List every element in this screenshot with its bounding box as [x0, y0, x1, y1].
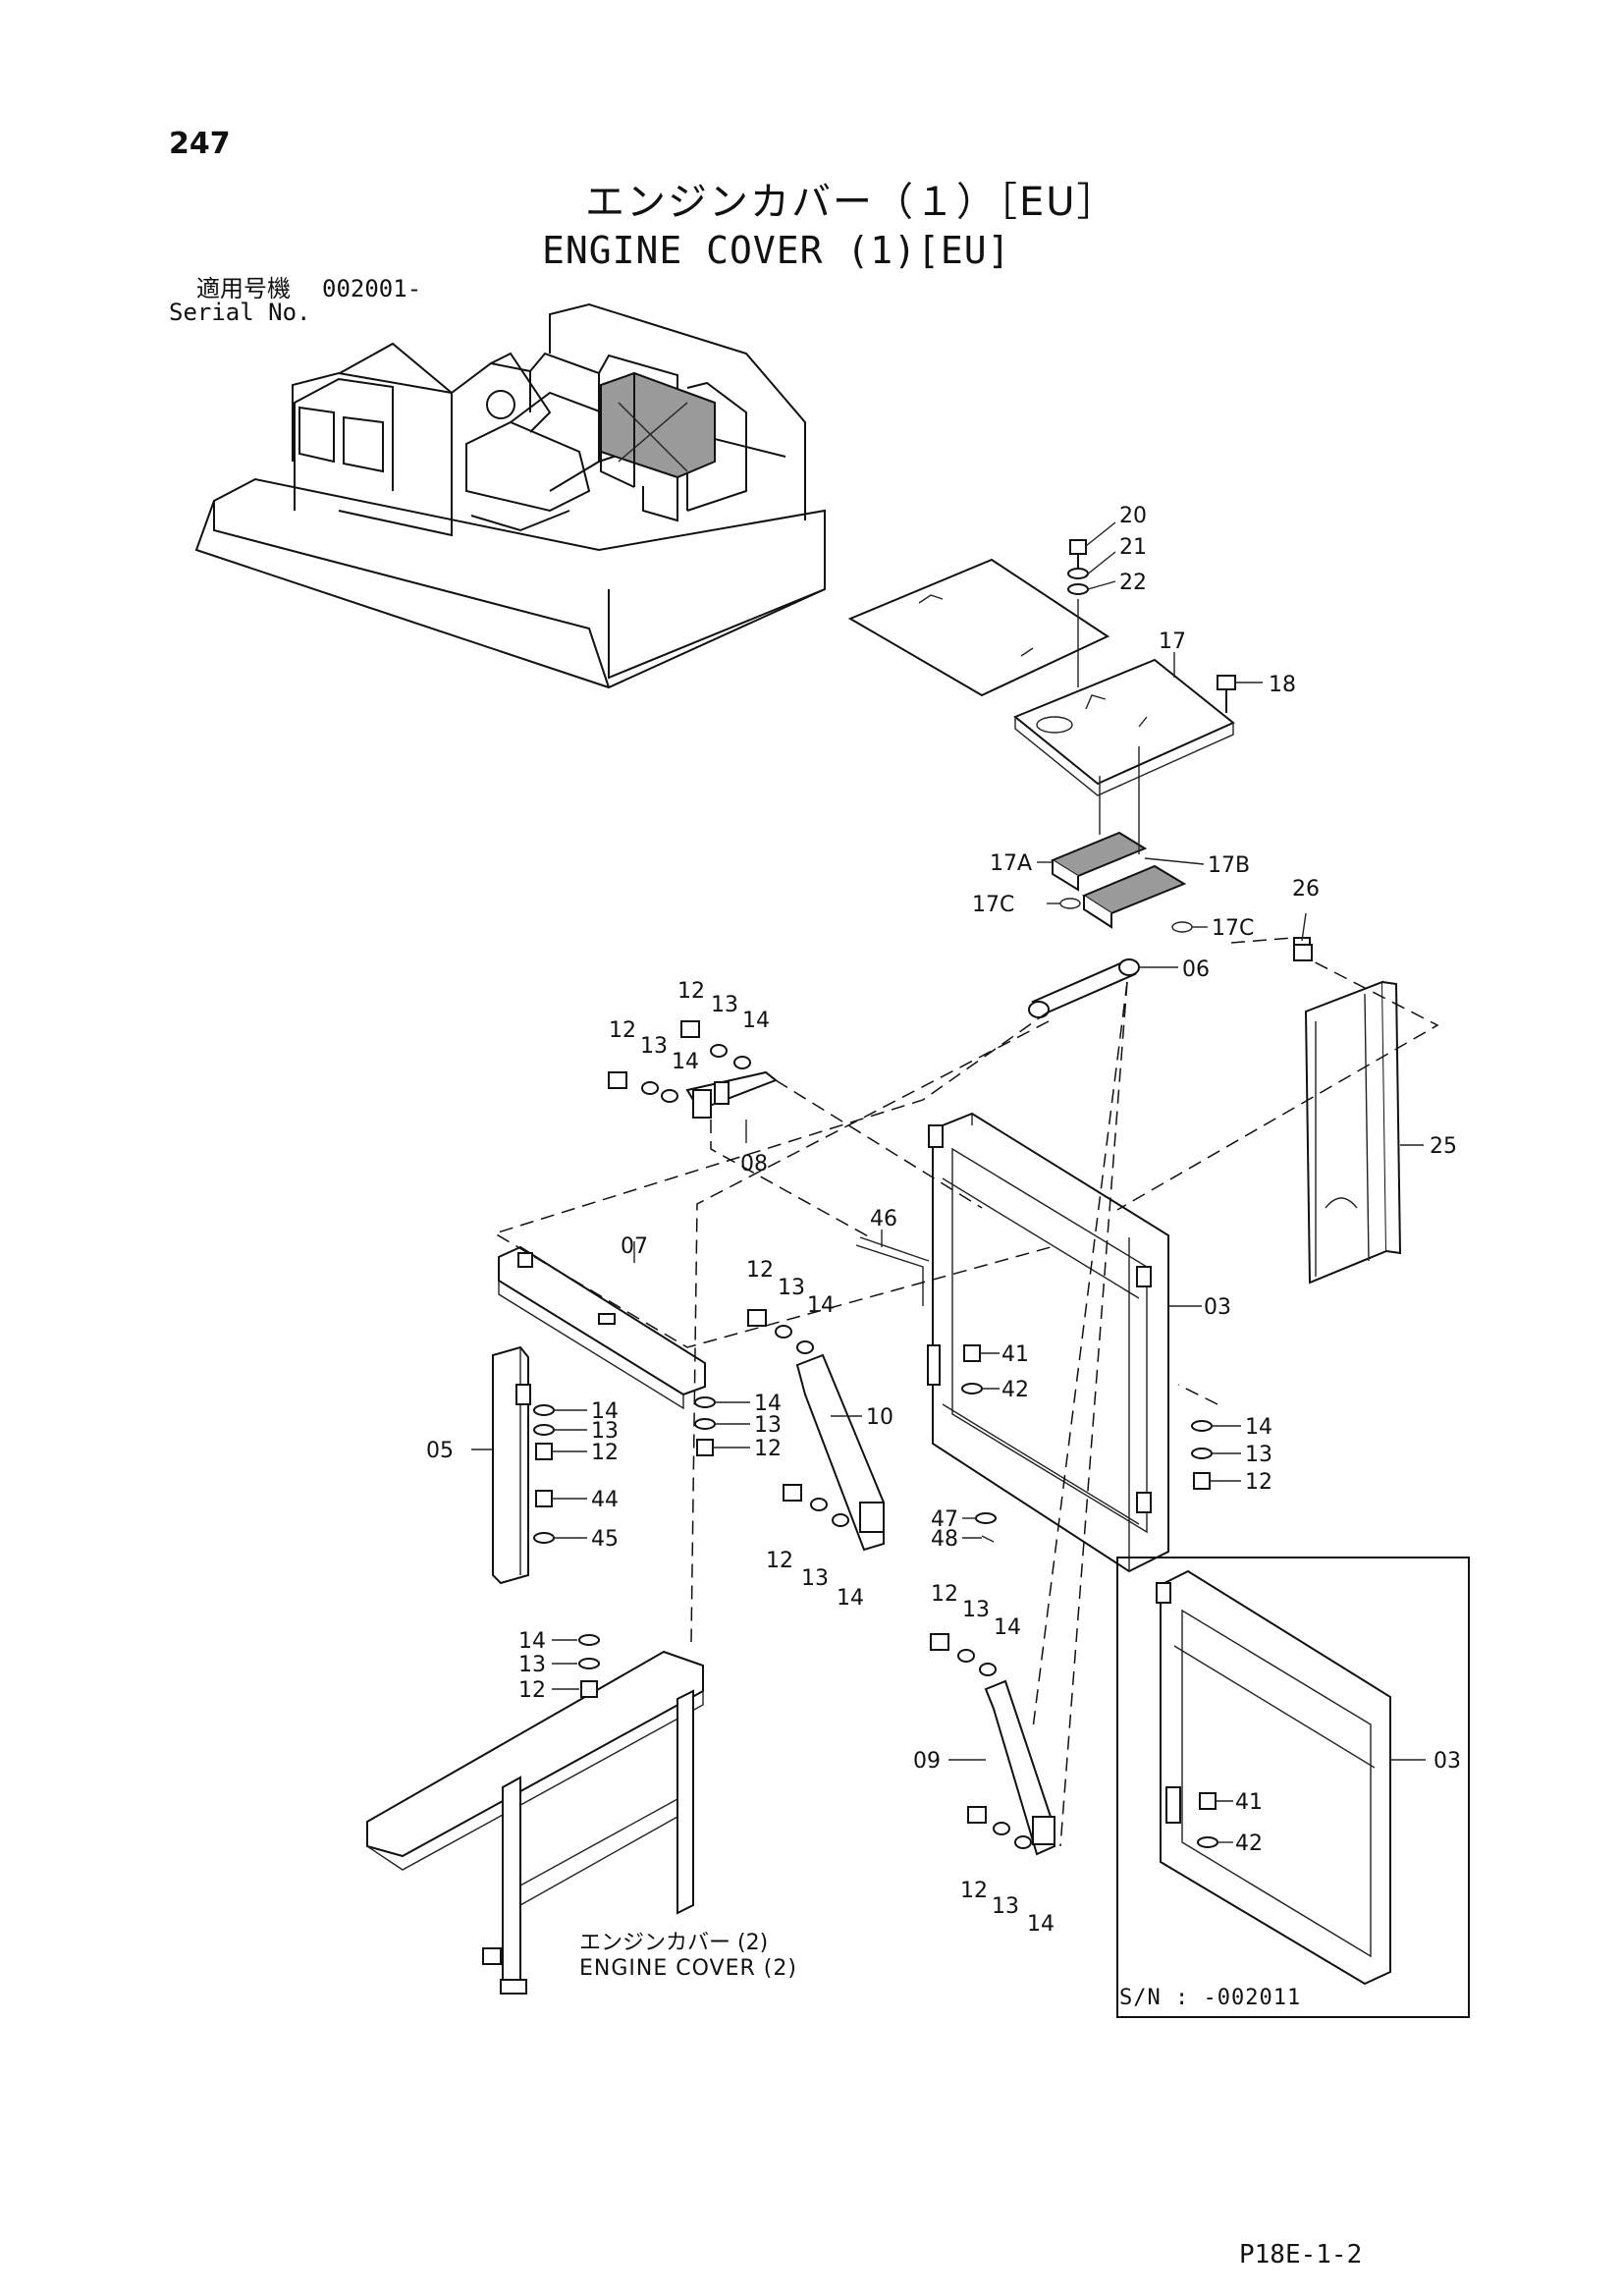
gasket-46 — [855, 1236, 930, 1306]
callout-12-g: 12 — [766, 1549, 793, 1573]
bracket-08 — [685, 1070, 778, 1119]
callout-22: 22 — [1119, 571, 1147, 595]
callout-03: 03 — [1204, 1295, 1231, 1320]
callout-13-c: 13 — [778, 1276, 805, 1300]
callout-13-b: 13 — [640, 1034, 668, 1059]
callout-13-a: 13 — [711, 993, 738, 1017]
callout-13-e: 13 — [754, 1413, 782, 1438]
serial-value: 002001- — [322, 275, 422, 302]
fastener-group-inset-41-42 — [1197, 1792, 1218, 1848]
callout-14-j: 14 — [1027, 1912, 1055, 1937]
stay-09 — [984, 1679, 1056, 1856]
callout-10: 10 — [866, 1405, 893, 1430]
fastener-group-crossbar-07 — [694, 1396, 716, 1456]
callout-17: 17 — [1159, 629, 1186, 654]
side-panel-25 — [1293, 937, 1402, 1285]
fastener-group-post-05 — [533, 1404, 555, 1544]
callout-08: 08 — [740, 1152, 768, 1176]
callout-41: 41 — [1001, 1342, 1029, 1367]
callout-25: 25 — [1430, 1134, 1457, 1159]
callout-03-inset: 03 — [1434, 1749, 1461, 1774]
machine-overview-illustration — [194, 302, 826, 689]
stay-10 — [795, 1353, 885, 1552]
callout-17c-left: 17C — [972, 893, 1014, 917]
callout-13-f: 13 — [1245, 1443, 1272, 1467]
callout-42-inset: 42 — [1235, 1831, 1263, 1856]
callout-26: 26 — [1292, 877, 1320, 902]
callout-18: 18 — [1269, 673, 1296, 697]
fastener-group-cover-2 — [578, 1634, 600, 1698]
callout-46: 46 — [870, 1207, 897, 1231]
callout-13-j: 13 — [992, 1894, 1019, 1919]
title-japanese: エンジンカバー（１）［EU］ — [585, 180, 1118, 225]
radiator-frame-03 — [927, 1112, 1169, 1573]
callout-48: 48 — [931, 1527, 958, 1552]
bolt-18-icon — [1217, 675, 1263, 713]
callout-14-g: 14 — [837, 1586, 864, 1611]
callout-12-a: 12 — [677, 979, 705, 1004]
callout-13-d: 13 — [591, 1419, 619, 1444]
callout-14-i: 14 — [994, 1615, 1021, 1640]
callout-47: 47 — [931, 1507, 958, 1532]
callout-14-b: 14 — [672, 1050, 699, 1074]
cover-plate-17-assembly — [847, 558, 1235, 933]
fastener-group-stay-10-bottom — [783, 1484, 849, 1527]
callout-12-j: 12 — [960, 1879, 988, 1903]
callout-09: 09 — [913, 1749, 941, 1774]
callout-41-inset: 41 — [1235, 1790, 1263, 1815]
callout-14-c: 14 — [807, 1293, 835, 1318]
callout-45: 45 — [591, 1527, 619, 1552]
callout-12-f: 12 — [1245, 1470, 1272, 1495]
engine-cover-2-label-japanese: エンジンカバー (2) — [579, 1931, 769, 1955]
callout-12-h: 12 — [518, 1678, 546, 1703]
fastener-group-hinge-08 — [608, 1020, 751, 1103]
callout-17a: 17A — [990, 851, 1032, 876]
callout-12-c: 12 — [746, 1258, 774, 1283]
callout-17b: 17B — [1208, 853, 1250, 878]
bolt-26-icon — [1293, 944, 1313, 961]
hinge-rod-06 — [1028, 958, 1140, 1018]
bolt-20-21-22-icon — [1067, 539, 1089, 687]
callout-20: 20 — [1119, 504, 1147, 528]
fastener-group-frame-03-right — [1191, 1420, 1213, 1490]
fastener-group-stay-09-bottom — [967, 1806, 1032, 1849]
serial-label-japanese: 適用号機 — [196, 275, 291, 302]
callout-14-f: 14 — [1245, 1415, 1272, 1440]
engine-cover-2-label-english: ENGINE COVER (2) — [579, 1956, 797, 1981]
callout-14-a: 14 — [742, 1009, 770, 1033]
callout-13-h: 13 — [518, 1653, 546, 1677]
title-english: ENGINE COVER (1)[EU] — [542, 229, 1011, 272]
callout-12-b: 12 — [609, 1018, 636, 1043]
page-number: 247 — [169, 127, 231, 161]
inset-box — [1116, 1557, 1470, 2018]
callout-leaders — [471, 521, 1426, 1843]
fastener-group-stay-10-top — [747, 1309, 814, 1354]
post-05 — [492, 1345, 531, 1585]
callout-14-e: 14 — [754, 1392, 782, 1416]
assembly-leader-lines — [493, 937, 1439, 1847]
callout-12-d: 12 — [591, 1441, 619, 1465]
callout-12-e: 12 — [754, 1437, 782, 1461]
serial-label-english: Serial No. — [169, 299, 311, 326]
engine-cover-2-reference-frame — [366, 1650, 704, 1995]
callout-06: 06 — [1182, 957, 1210, 982]
callout-12-i: 12 — [931, 1582, 958, 1607]
callout-13-i: 13 — [962, 1598, 990, 1622]
callout-13-g: 13 — [801, 1566, 829, 1591]
document-code: P18E-1-2 — [1239, 2240, 1363, 2269]
crossbar-07 — [498, 1245, 706, 1410]
callout-05: 05 — [426, 1439, 454, 1463]
callout-42: 42 — [1001, 1378, 1029, 1402]
callout-44: 44 — [591, 1488, 619, 1512]
inset-radiator-frame-03 — [1156, 1569, 1391, 1986]
callout-labels: 20 21 22 17 18 17A 17B 17C 17C 26 06 25 … — [426, 504, 1461, 1937]
callout-17c-right: 17C — [1212, 916, 1254, 941]
callout-14-d: 14 — [591, 1399, 619, 1424]
fastener-group-stay-09-top — [930, 1633, 997, 1676]
callout-14-h: 14 — [518, 1629, 546, 1654]
callout-21: 21 — [1119, 535, 1147, 560]
inset-serial-note: S/N : -002011 — [1119, 1986, 1302, 2010]
callout-07: 07 — [621, 1234, 648, 1259]
